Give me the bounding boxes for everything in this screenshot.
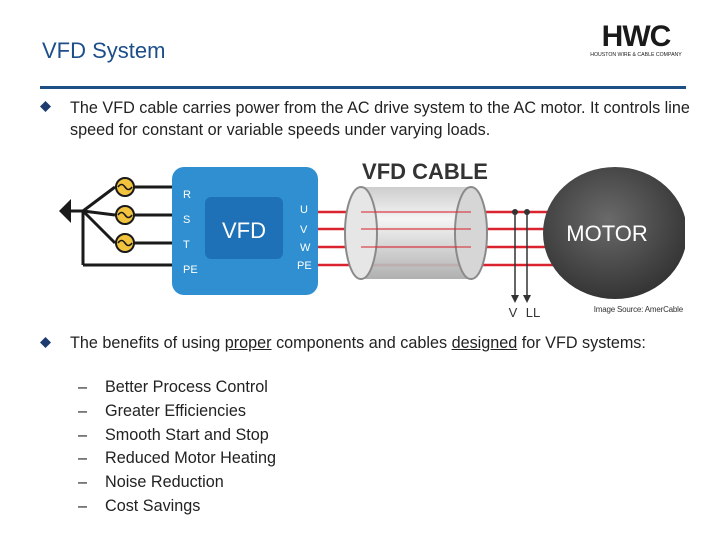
list-item: –Greater Efficiencies [78,401,246,420]
logo-subtext: HOUSTON WIRE & CABLE COMPANY [590,52,682,58]
cable-cylinder [344,186,488,280]
slide-title: VFD System [42,38,166,63]
bullet2-part3: for VFD systems: [517,334,646,352]
underline-proper: proper [224,334,272,352]
terminal-t: T [183,239,190,251]
input-arrow-icon [59,199,71,223]
diamond-bullet-icon [40,101,51,112]
terminal-pe-in: PE [183,264,198,276]
terminal-pe-out: PE [297,260,312,272]
list-item: –Smooth Start and Stop [78,425,269,444]
motor-label: MOTOR [566,221,647,246]
bullet1-text: The VFD cable carries power from the AC … [70,99,690,139]
bullet2-text: The benefits of using proper components … [70,332,680,354]
bullet2-part1: The benefits of using [70,334,225,352]
label-ll: LL [526,305,540,320]
title-rule [40,86,686,89]
underline-designed: designed [451,334,518,352]
list-item: –Cost Savings [78,496,201,515]
ac-source-icons [115,177,190,253]
image-source: Image Source: AmerCable [593,305,683,314]
terminal-w: W [300,242,311,254]
list-item: –Reduced Motor Heating [78,449,276,468]
motor-circle [543,167,685,299]
terminal-v: V [300,224,308,236]
list-item: –Noise Reduction [78,473,224,492]
label-v: V [509,305,518,320]
hwc-logo: HWC HOUSTON WIRE & CABLE COMPANY [590,20,682,58]
vfd-inner-box [205,197,283,259]
list-item: –Better Process Control [78,378,268,396]
logo-text: HWC [602,20,671,53]
terminal-s: S [183,214,190,226]
cable-label: VFD CABLE [362,159,488,184]
vfd-cable-diagram: VFD R S T PE U V W PE VFD CABLE V LL MOT… [59,159,685,320]
diamond-bullet-icon [40,337,51,348]
terminal-r: R [183,189,191,201]
terminal-u: U [300,204,308,216]
vfd-label: VFD [222,218,266,243]
benefits-list: –Better Process Control –Greater Efficie… [78,376,276,519]
bullet2-part2: components and cables [271,334,452,352]
